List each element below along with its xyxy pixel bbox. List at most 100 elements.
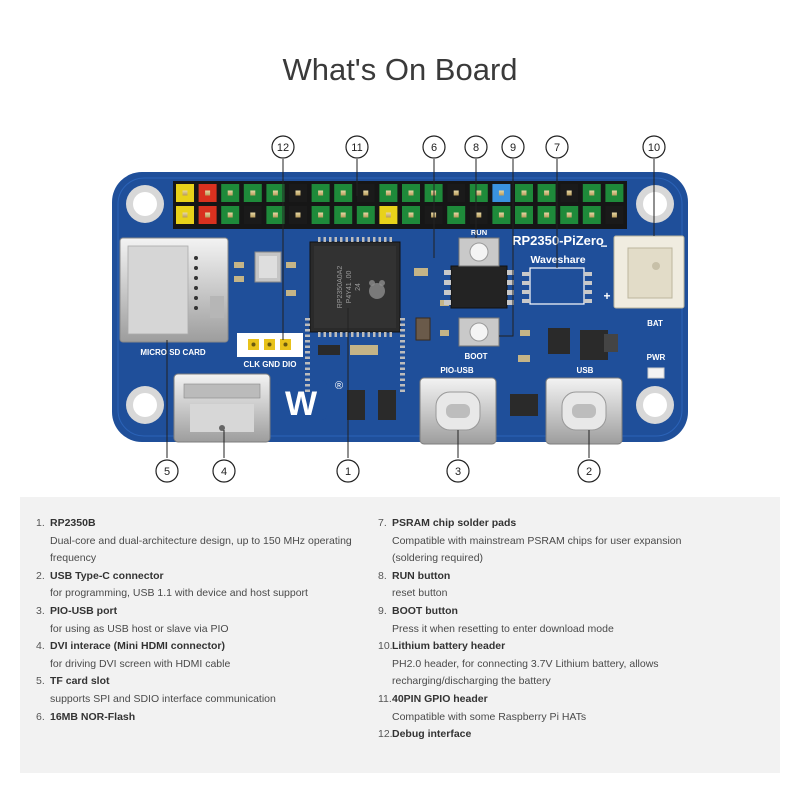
feature-title: USB Type-C connector	[50, 569, 164, 582]
feature-body: Debug interface	[392, 726, 718, 744]
callout-4: 4	[212, 459, 236, 483]
feature-number: 8.	[378, 569, 387, 582]
usb-label: USB	[577, 366, 594, 375]
boot-button-label: BOOT	[464, 352, 487, 361]
bat-plus-label: +	[603, 289, 610, 303]
gpio-pin-tip	[227, 212, 233, 218]
gpio-pin-tip	[521, 190, 527, 196]
feature-description: for programming, USB 1.1 with device and…	[50, 587, 308, 600]
feature-number: 11.	[378, 692, 392, 705]
debug-header-labels: CLK GND DIO	[244, 360, 297, 369]
gpio-pin-tip	[385, 212, 391, 218]
feature-body: RP2350B Dual-core and dual-architecture d…	[50, 515, 376, 568]
gpio-pin-tip	[566, 212, 572, 218]
gpio-pin-tip	[205, 190, 211, 196]
feature-number: 1.	[36, 517, 45, 529]
run-button	[458, 237, 500, 267]
gpio-pin-tip	[544, 212, 550, 218]
feature-item: 1. RP2350B Dual-core and dual-architecture…	[36, 515, 376, 568]
gpio-pin-tip	[589, 212, 595, 218]
gpio-pin-tip	[363, 212, 369, 218]
callout-2-number: 2	[586, 466, 592, 478]
gpio-pin-tip	[340, 190, 346, 196]
chip-marking-2: P4Y41 .00	[346, 271, 353, 304]
callout-11: 11	[345, 135, 369, 159]
feature-title: RP2350B	[50, 517, 96, 529]
chip-marking-1: RP2350A0A2	[337, 266, 344, 309]
callout-2: 2	[577, 459, 601, 483]
feature-number: 2.	[36, 569, 45, 582]
gpio-pin-tip	[453, 190, 459, 196]
feature-description: Press it when resetting to enter downloa…	[392, 622, 614, 635]
callout-5: 5	[155, 459, 179, 483]
feature-title: PSRAM chip solder pads	[392, 517, 517, 529]
sd-card-label: MICRO SD CARD	[140, 348, 206, 357]
callout-3: 3	[446, 459, 470, 483]
gpio-pin-tip	[476, 190, 482, 196]
callout-3-number: 3	[455, 466, 461, 478]
feature-description: frequency	[50, 552, 97, 565]
callout-7: 7	[545, 135, 569, 159]
feature-title: 16MB NOR-Flash	[50, 710, 136, 723]
feature-number: 10.	[378, 640, 393, 653]
feature-description: Dual-core and dual-architecture design, …	[50, 534, 352, 547]
usb-type-c-connector	[545, 377, 623, 445]
gpio-pin-tip	[250, 212, 256, 218]
feature-item: 6.16MB NOR-Flash	[36, 709, 376, 727]
feature-title: DVI interace (Mini HDMI connector)	[50, 640, 226, 653]
feature-title: Debug interface	[392, 728, 472, 741]
gpio-pin-tip	[295, 190, 301, 196]
feature-description: supports SPI and SDIO interface communic…	[50, 692, 276, 705]
gpio-pin-tip	[566, 190, 572, 196]
run-button-label: RUN	[471, 228, 487, 237]
gpio-pin-tip	[318, 212, 324, 218]
gpio-pin-tip	[408, 190, 414, 196]
feature-title: PIO-USB port	[50, 604, 118, 617]
board-brand-label: Waveshare	[530, 254, 585, 266]
feature-description: for using as USB host or slave via PIO	[50, 622, 229, 635]
gpio-pin-tip	[476, 212, 482, 218]
gpio-pin-tip	[408, 212, 414, 218]
callout-9-number: 9	[510, 142, 516, 154]
rp2350-chip: RP2350A0A2 P4Y41 .00 24	[305, 237, 405, 392]
gpio-header	[173, 181, 627, 229]
callout-7-number: 7	[554, 142, 560, 154]
gpio-pin-tip	[498, 190, 504, 196]
feature-title: 40PIN GPIO header	[392, 692, 488, 705]
bat-minus-label: −	[600, 239, 607, 253]
gpio-pin-tip	[498, 212, 504, 218]
gpio-pin-tip	[227, 190, 233, 196]
feature-number: 12.	[378, 728, 393, 741]
gpio-pin-tip	[385, 190, 391, 196]
logo-mark: W	[285, 385, 318, 423]
board-diagram: MICRO SD CARD W ® CLK GND DIO RP2350A0A2…	[112, 135, 688, 483]
battery-header	[613, 235, 685, 309]
bat-label: BAT	[647, 319, 663, 328]
feature-item: 2. USB Type-C connector for programming, U…	[36, 568, 376, 603]
callout-4-number: 4	[221, 466, 227, 478]
feature-description: recharging/discharging the battery	[392, 675, 551, 688]
feature-title: BOOT button	[392, 604, 458, 617]
gpio-pin-tip	[295, 212, 301, 218]
gpio-pin-tip	[363, 190, 369, 196]
gpio-pin-tip	[250, 190, 256, 196]
feature-description: Compatible with mainstream PSRAM chips f…	[392, 534, 682, 547]
callout-8: 8	[464, 135, 488, 159]
feature-title: TF card slot	[50, 675, 110, 688]
waveshare-logo: W ®	[277, 380, 343, 423]
pio-usb-connector	[419, 377, 497, 445]
gpio-pin-tip	[272, 190, 278, 196]
callout-8-number: 8	[473, 142, 479, 154]
feature-title: Lithium battery header	[392, 640, 506, 653]
callout-11-number: 11	[351, 142, 362, 154]
